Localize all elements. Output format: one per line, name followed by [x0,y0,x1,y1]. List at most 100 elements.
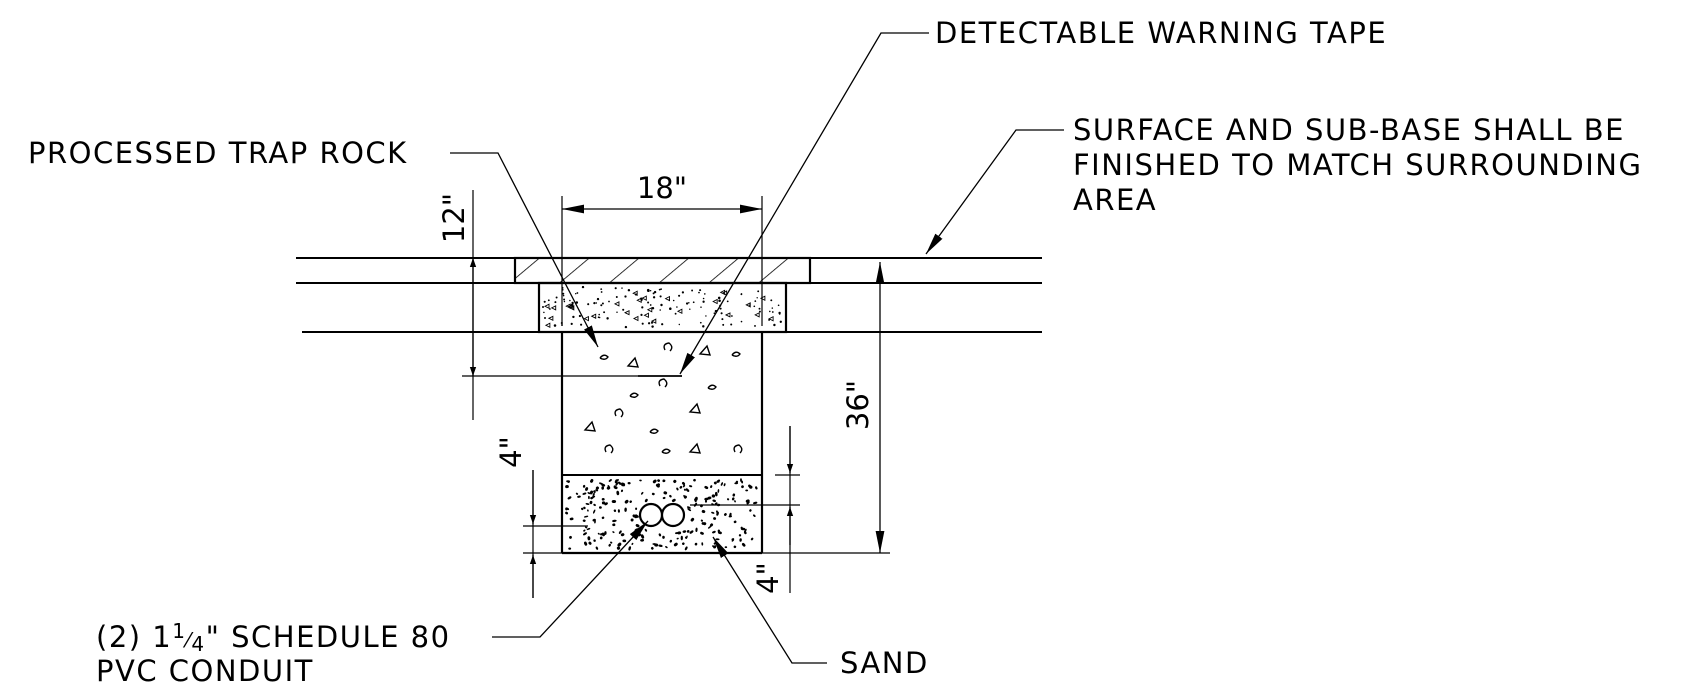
sand-grain [620,533,625,537]
sub-base-aggregate-mark [650,318,657,324]
sub-base-stipple-dot [569,299,571,302]
sand-grain [652,543,657,545]
sand-grain [680,535,683,541]
sand-grain [617,509,620,513]
sub-base-aggregate-mark [676,308,683,314]
sub-base-stipple-dot [758,310,761,313]
sand-grain [601,486,605,490]
sub-base-aggregate-mark [613,301,620,307]
sub-base-stipple-dot [779,320,782,323]
sub-base-aggregate-mark [543,303,550,309]
sub-base-stipple-dot [672,299,675,302]
sand-grain [593,490,596,493]
sub-base-stipple-dot [652,296,656,299]
sub-base-stipple-dot [597,316,600,319]
sand-grain [715,538,720,541]
surface-note-line2: FINISHED TO MATCH SURROUNDING [1073,148,1642,182]
sand-grain [567,496,572,500]
sub-base-stipple-dot [756,297,758,299]
sand-grain [655,483,660,488]
sub-base-aggregate-mark [544,322,551,328]
sand-grain [616,490,620,496]
sand-grain [723,483,726,487]
sand-grain [669,539,673,543]
sub-base-stipple-dot [771,311,774,313]
sub-base-stipple-dot [562,292,565,295]
sand-grain [601,516,605,520]
sub-base-aggregate-mark [641,295,647,301]
sand-grain [650,546,654,550]
sand-grain [585,503,590,505]
sub-base-aggregate-mark [754,312,760,318]
sand-grain [707,526,712,529]
sand-grain [677,531,682,535]
trap-rock-aggregate [649,428,659,434]
sand-grain [610,541,613,544]
sub-base-stipple-dot [547,299,550,302]
sand-grain [628,546,632,551]
sub-base-stipple-dot [721,318,724,321]
sand-grain [624,507,627,512]
sub-base-stipple-dot [691,289,694,292]
sub-base-stipple-dot [563,298,566,301]
sand-grain [694,496,698,501]
sub-base-stipple-dot [754,324,756,327]
sand-grain [644,528,648,532]
dimension-sand-4-left: 4" [494,436,588,598]
sub-base-aggregate-mark [632,290,638,296]
trap-rock-aggregate [731,351,741,357]
sand-grain [710,485,713,489]
trap-rock-aggregate [688,402,702,414]
sand-grain [749,509,752,512]
sub-base-stipple-dot [570,322,573,325]
sand-grain [685,488,690,492]
sand-grain [608,543,611,547]
conduit-frac-den: 4 [191,632,205,656]
sand-grain [582,492,587,495]
sand-grain [657,479,661,482]
sub-base-stipple-dot [606,317,609,320]
sand-grain [682,542,685,546]
sand-grain [613,509,617,513]
sand-grain [584,541,588,546]
sand-grain [575,492,579,495]
conduit-frac-slash: ⁄ [182,628,193,652]
sub-base-stipple-dot [649,304,652,306]
sub-base-stipple-dot [622,308,625,311]
sand-grain [601,532,605,537]
sub-base-stipple-dot [688,302,690,304]
sand-grain [658,544,663,548]
conduit-label-line2: PVC CONDUIT [96,654,314,688]
sub-base-stipple-dot [555,296,558,299]
sub-base-stipple-dot [777,304,780,307]
sand-grain [749,485,753,489]
sub-base-stipple-dot [660,303,663,307]
sand-grain [671,498,676,502]
sand-grain [593,539,596,542]
sand-grain [750,537,754,541]
trap-rock-aggregate [733,444,743,454]
sub-base-stipple-dot [650,321,654,324]
sub-base-stipple-dot [692,301,695,304]
sub-base-stipple-dot [778,313,781,315]
sub-base-stipple-dot [640,313,643,316]
trap-rock-aggregate [626,356,640,368]
sub-base-stipple-dot [572,315,575,319]
sand-grain [683,494,686,499]
sand-grain [663,491,668,495]
sub-base-stipple-dot [608,300,610,303]
sand-grain [590,496,594,500]
sub-base-stipple-dot [718,299,721,303]
sand-grain [639,479,642,482]
sand-grain [601,483,606,487]
sub-base-stipple-dot [544,317,546,319]
sub-base-stipple-dot [587,303,590,306]
sand-grain [630,518,634,522]
sand-grain [695,527,698,532]
dimension-sand-4-right: 4" [690,426,800,594]
sand-grain [686,530,690,533]
sand-grain [594,519,596,524]
trap-rock-aggregate [599,354,609,360]
sub-base-aggregate-mark [583,315,589,322]
sub-base-aggregate-mark [643,312,649,318]
